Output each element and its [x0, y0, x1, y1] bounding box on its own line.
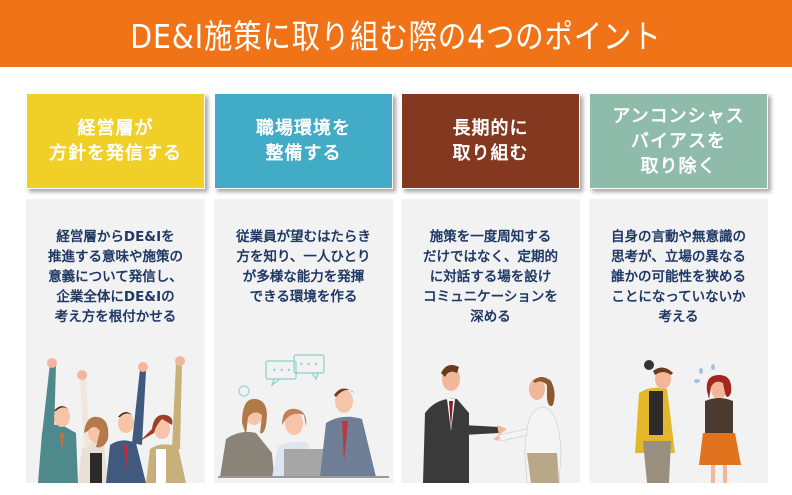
point-title: 職場環境を 整備する: [256, 118, 351, 164]
point-content-box-2: 従業員が望むはたらき 方を知り、一人ひとり が多様な能力を発揮 できる環境を作る…: [214, 199, 393, 483]
point-description: 自身の言動や無意識の 思考が、立場の異なる 誰かの可能性を狭める ことになってい…: [611, 229, 746, 325]
point-description: 施策を一度周知する だけではなく、定期的 に対話する場を設け コミュニケーション…: [423, 229, 558, 325]
point-title: 長期的に 取り組む: [452, 118, 529, 164]
point-title-box-2: 職場環境を 整備する: [214, 93, 393, 189]
point-content-box-4: 自身の言動や無意識の 思考が、立場の異なる 誰かの可能性を狭める ことになってい…: [589, 199, 768, 483]
point-title-box-1: 経営層が 方針を発信する: [26, 93, 205, 189]
page-title: DE&I施策に取り組む際の4つのポイント: [130, 16, 662, 56]
svg-text:• • •: • • •: [299, 360, 318, 369]
point-title: 経営層が 方針を発信する: [49, 118, 182, 164]
page-header: DE&I施策に取り組む際の4つのポイント: [0, 0, 792, 67]
business-team-cheering-illustration: [28, 353, 203, 483]
point-title-box-4: アンコンシャス バイアスを 取り除く: [589, 93, 768, 189]
point-title: アンコンシャス バイアスを 取り除く: [612, 105, 745, 177]
svg-text:• • •: • • •: [272, 366, 291, 375]
upset-man-and-woman-illustration: [591, 353, 766, 483]
point-content-box-3: 施策を一度周知する だけではなく、定期的 に対話する場を設け コミュニケーション…: [401, 199, 580, 483]
point-column-4: アンコンシャス バイアスを 取り除く 自身の言動や無意識の 思考が、立場の異なる…: [589, 0, 768, 495]
point-description: 経営層からDE&Iを 推進する意味や施策の 意義について発信し、 企業全体にDE…: [48, 229, 183, 325]
team-discussing-at-laptop-illustration: • • • • • •: [216, 353, 391, 483]
point-description: 従業員が望むはたらき 方を知り、一人ひとり が多様な能力を発揮 できる環境を作る: [236, 229, 371, 305]
point-content-box-1: 経営層からDE&Iを 推進する意味や施策の 意義について発信し、 企業全体にDE…: [26, 199, 205, 483]
point-title-box-3: 長期的に 取り組む: [401, 93, 580, 189]
point-column-2: 職場環境を 整備する 従業員が望むはたらき 方を知り、一人ひとり が多様な能力を…: [214, 0, 393, 495]
two-people-talking-illustration: [403, 353, 578, 483]
point-column-1: 経営層が 方針を発信する 経営層からDE&Iを 推進する意味や施策の 意義につい…: [26, 0, 205, 495]
point-column-3: 長期的に 取り組む 施策を一度周知する だけではなく、定期的 に対話する場を設け…: [401, 0, 580, 495]
